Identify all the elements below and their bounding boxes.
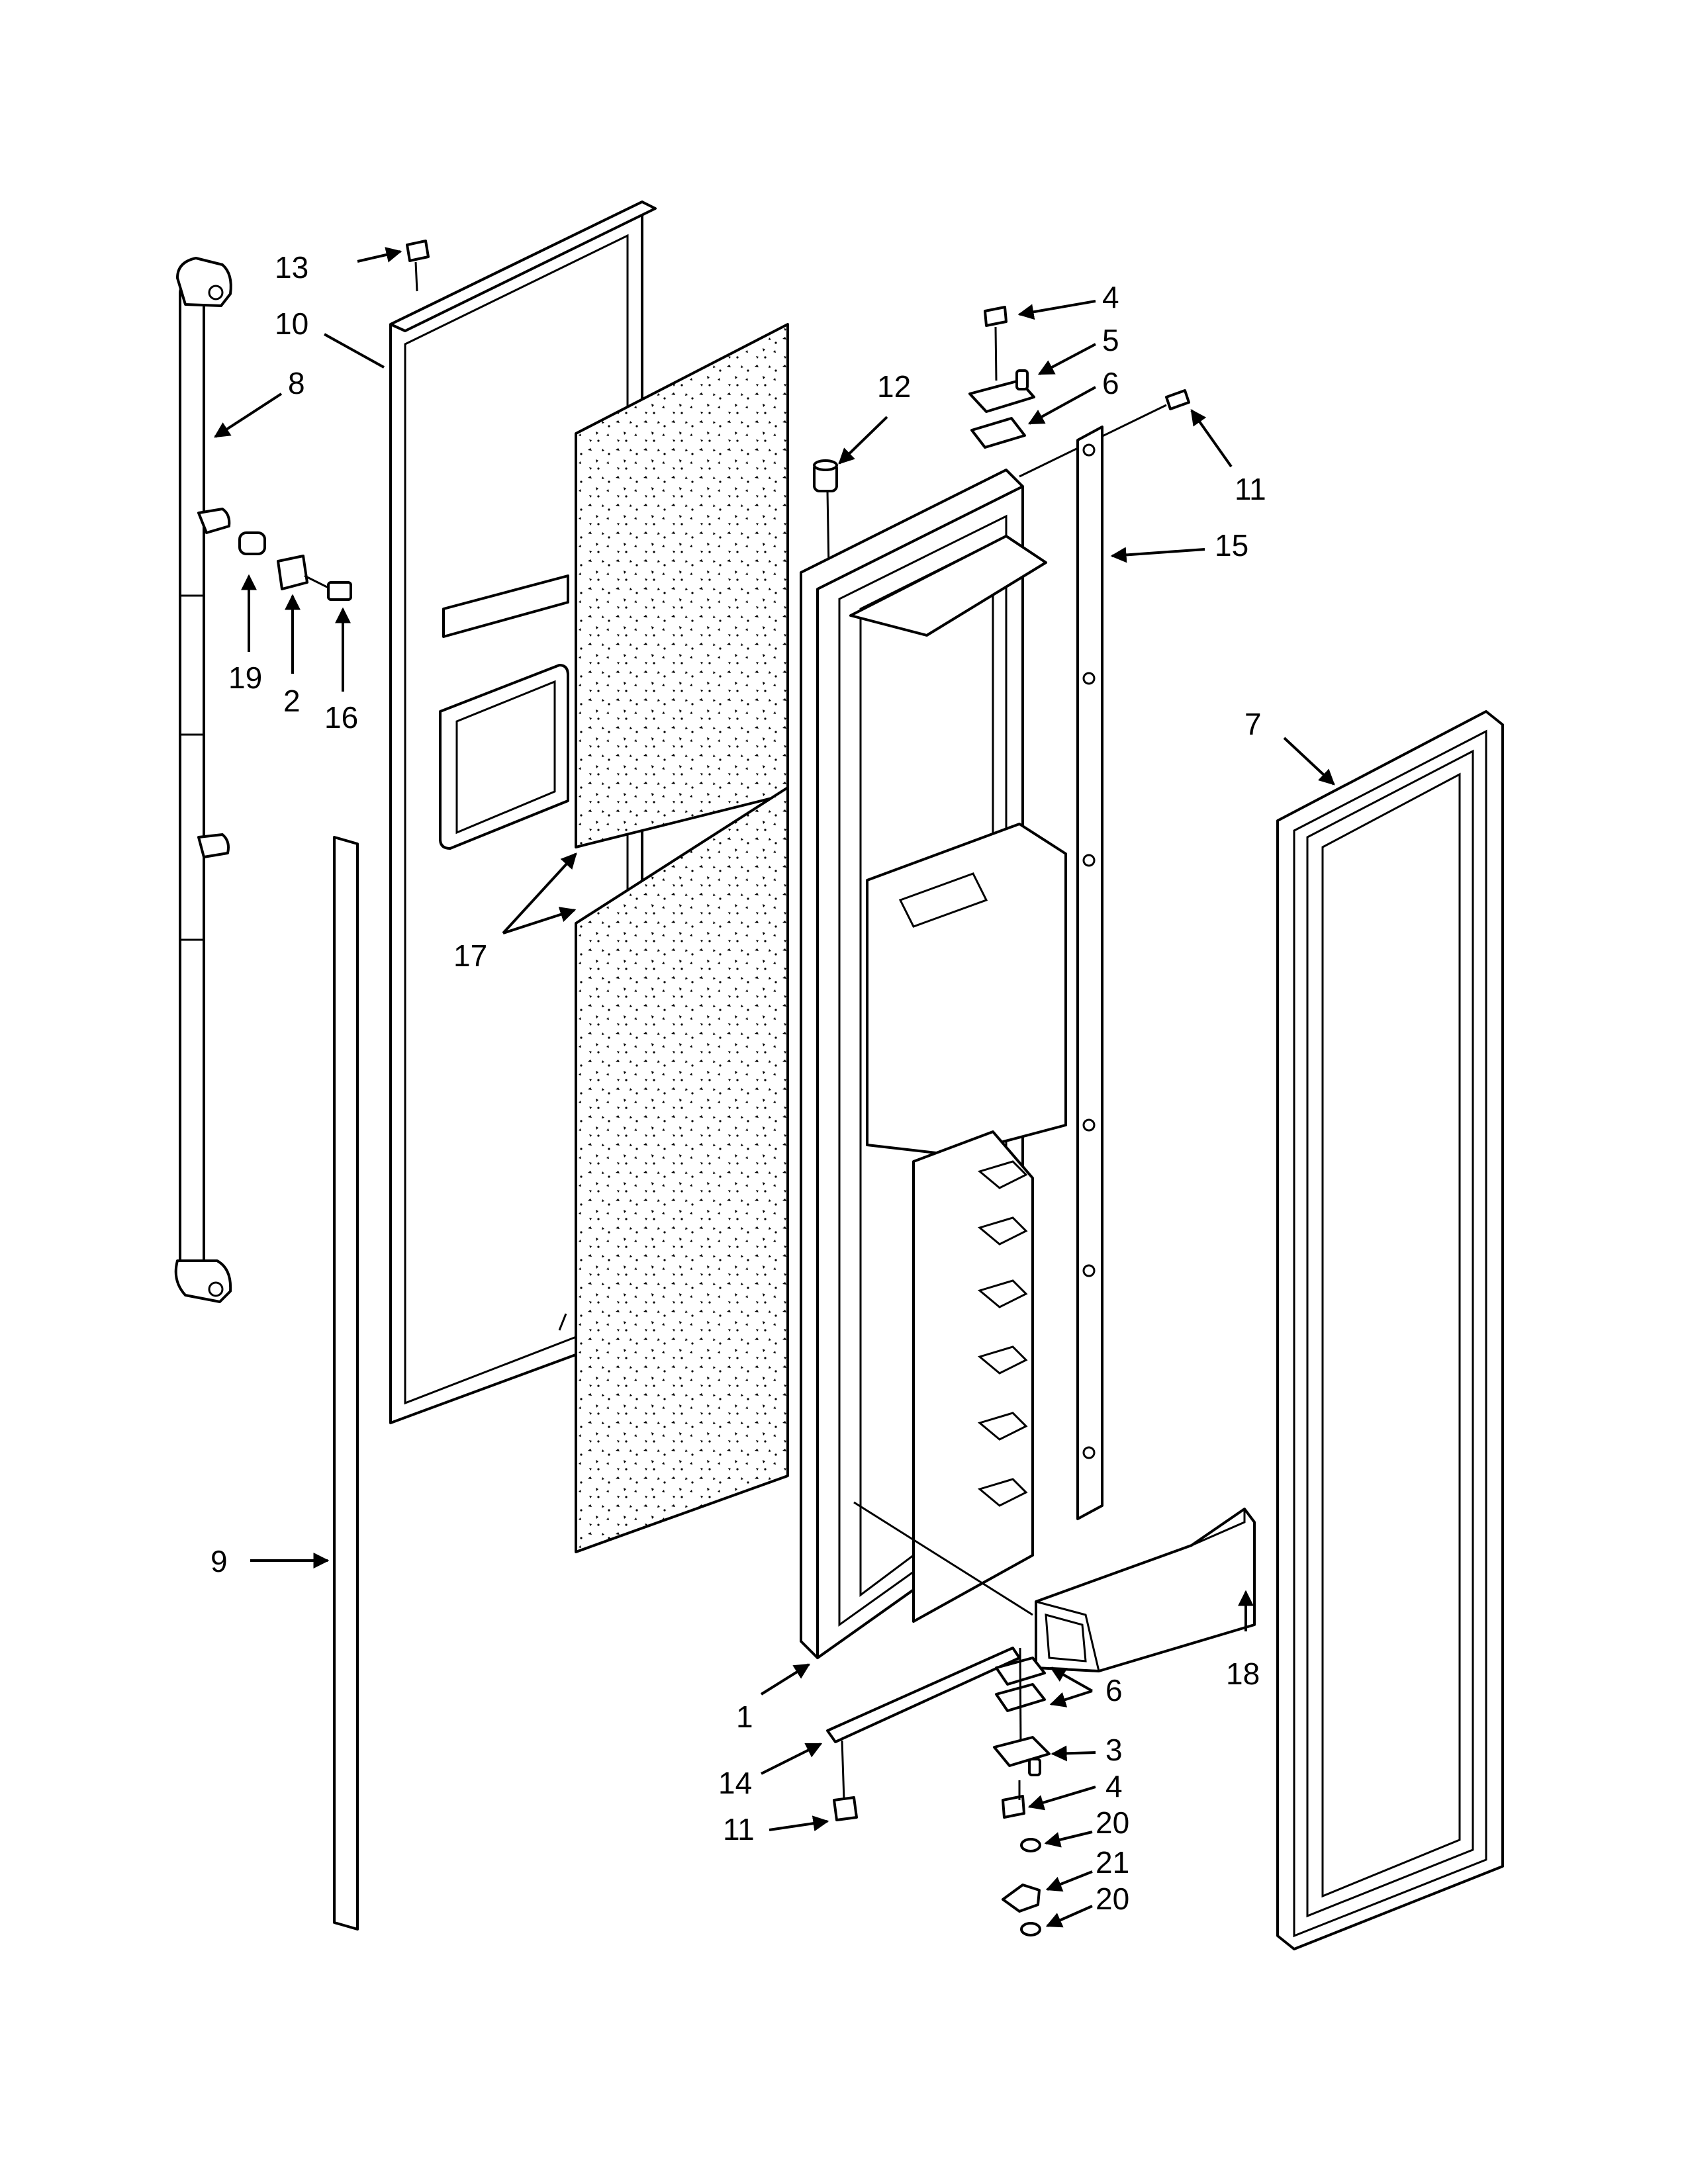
leader-11a	[1190, 409, 1233, 468]
leader-lines	[213, 247, 1335, 1928]
leader-4b	[1027, 1786, 1096, 1811]
hinge-screw-top-part-4	[984, 306, 1008, 381]
door-bin-part-18	[1035, 1508, 1256, 1672]
door-strip-part-15	[1076, 426, 1103, 1520]
door-handle-part-8	[174, 257, 232, 1303]
trim-strip-part-9	[333, 836, 359, 1931]
cam-part-21	[1002, 1884, 1041, 1913]
callout-11-top: 11	[1235, 472, 1266, 506]
hinge-pin-part-5	[968, 369, 1035, 413]
callout-11-bottom: 11	[723, 1812, 755, 1846]
leader-5	[1037, 343, 1096, 375]
callout-2: 2	[283, 684, 301, 718]
hinge-screw-bottom-part-4	[1002, 1780, 1025, 1819]
leader-17a	[502, 852, 577, 934]
leader-12	[838, 416, 888, 465]
callout-20-bottom: 20	[1096, 1882, 1129, 1916]
leader-3	[1051, 1745, 1096, 1762]
frame-screw-part-13	[406, 240, 430, 292]
leader-20b	[1045, 1905, 1093, 1928]
callout-16: 16	[324, 700, 358, 735]
callout-8: 8	[288, 366, 305, 400]
leader-15	[1110, 547, 1205, 563]
callout-19: 19	[228, 660, 262, 695]
callout-20-top: 20	[1096, 1805, 1129, 1840]
leader-17b	[502, 907, 577, 934]
washer-lower-part-20	[1020, 1922, 1041, 1936]
callout-10: 10	[275, 306, 308, 341]
handle-spacer-part-19	[238, 531, 266, 555]
callout-13: 13	[275, 250, 308, 285]
hinge-shim-bottom-part-6	[995, 1647, 1046, 1748]
leader-20a	[1044, 1831, 1093, 1848]
leader-6a	[1027, 386, 1096, 425]
callout-6-top: 6	[1102, 366, 1119, 400]
callout-6-bottom: 6	[1105, 1673, 1123, 1707]
bottom-bracket-part-14	[826, 1647, 1021, 1801]
leader-8	[213, 392, 283, 438]
hinge-shim-top-part-6	[970, 417, 1026, 449]
callout-9: 9	[211, 1544, 228, 1578]
callout-4-bottom: 4	[1105, 1769, 1123, 1803]
leader-21	[1045, 1870, 1093, 1892]
washer-upper-part-20	[1020, 1838, 1041, 1852]
leader-11b	[769, 1815, 829, 1832]
hinge-screw-side-part-11	[1019, 389, 1190, 478]
inner-door-panel-part-1	[800, 469, 1067, 1659]
callout-1: 1	[736, 1700, 753, 1734]
callout-18: 18	[1226, 1657, 1260, 1691]
insulation-panel-lower-part-17	[575, 786, 789, 1553]
handle-screw-part-16	[304, 574, 352, 601]
leader-14	[761, 1743, 823, 1775]
callout-12: 12	[877, 369, 911, 404]
callout-15: 15	[1215, 528, 1248, 563]
leader-13	[357, 247, 402, 263]
bottom-hinge-part-3	[993, 1736, 1051, 1776]
leader-6b2	[1049, 1690, 1093, 1707]
handle-shim-part-2	[277, 555, 308, 590]
leader-4a	[1017, 300, 1096, 320]
leader-1	[760, 1663, 811, 1696]
callout-21: 21	[1096, 1845, 1129, 1880]
callout-5: 5	[1102, 323, 1119, 357]
callout-7: 7	[1244, 707, 1262, 741]
leader-7	[1283, 737, 1335, 786]
door-gasket-part-7	[1276, 710, 1504, 1950]
leader-6b1	[1049, 1666, 1093, 1692]
callout-17: 17	[453, 938, 487, 973]
leader-10	[324, 333, 385, 369]
callout-14: 14	[718, 1766, 752, 1800]
callout-3: 3	[1105, 1733, 1123, 1767]
callout-labels: 13 10 8 19 2 16 17 9 12 4 5 6 11 15 7 1 …	[211, 250, 1266, 1916]
callout-4-top: 4	[1102, 280, 1119, 314]
door-plug-part-12	[813, 459, 838, 570]
bracket-screw-part-11	[833, 1796, 858, 1821]
